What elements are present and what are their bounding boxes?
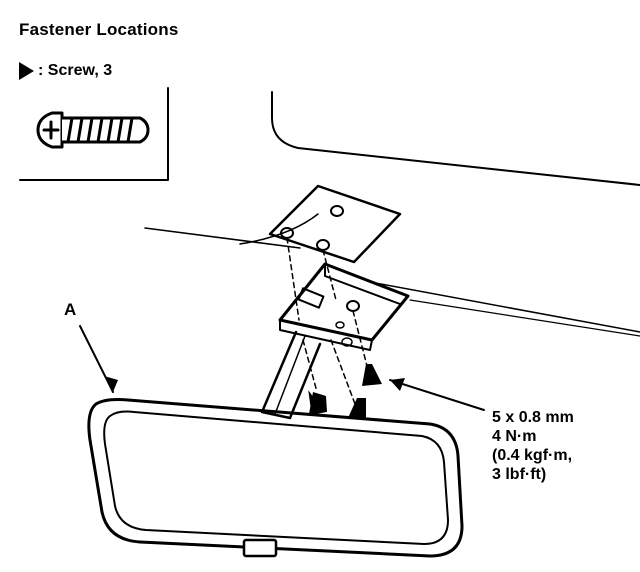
- torque-spec: 5 x 0.8 mm 4 N·m (0.4 kgf·m, 3 lbf·ft): [492, 408, 574, 484]
- screw-location-triangle: [309, 392, 327, 414]
- spec-torque-kgf: (0.4 kgf·m,: [492, 447, 573, 464]
- screw-icon: [36, 111, 150, 149]
- mirror-stem: [260, 330, 322, 420]
- spec-torque-lbf: 3 lbf·ft): [492, 466, 547, 483]
- rearview-mirror: [87, 398, 464, 558]
- arrowhead-icon: [390, 378, 405, 391]
- diagram-title: Fastener Locations: [19, 20, 179, 39]
- arrowhead-icon: [104, 376, 118, 392]
- screw-inset-frame: [19, 87, 169, 181]
- base-plate: [268, 184, 402, 264]
- legend-text: : Screw, 3: [38, 62, 113, 79]
- headliner-outline: [271, 91, 640, 186]
- legend: : Screw, 3: [19, 62, 112, 80]
- callout-label-a: A: [64, 300, 77, 319]
- screw-location-triangle: [348, 398, 366, 420]
- mirror-bracket: [278, 262, 410, 342]
- screw-location-triangle: [362, 364, 382, 386]
- alignment-lines: [286, 237, 369, 405]
- spec-torque-nm: 4 N·m: [492, 428, 537, 445]
- spec-leader-line: [389, 379, 485, 411]
- spec-size: 5 x 0.8 mm: [492, 409, 574, 426]
- mirror-mount-tab: [242, 538, 278, 558]
- filled-triangle-icon: [19, 62, 34, 80]
